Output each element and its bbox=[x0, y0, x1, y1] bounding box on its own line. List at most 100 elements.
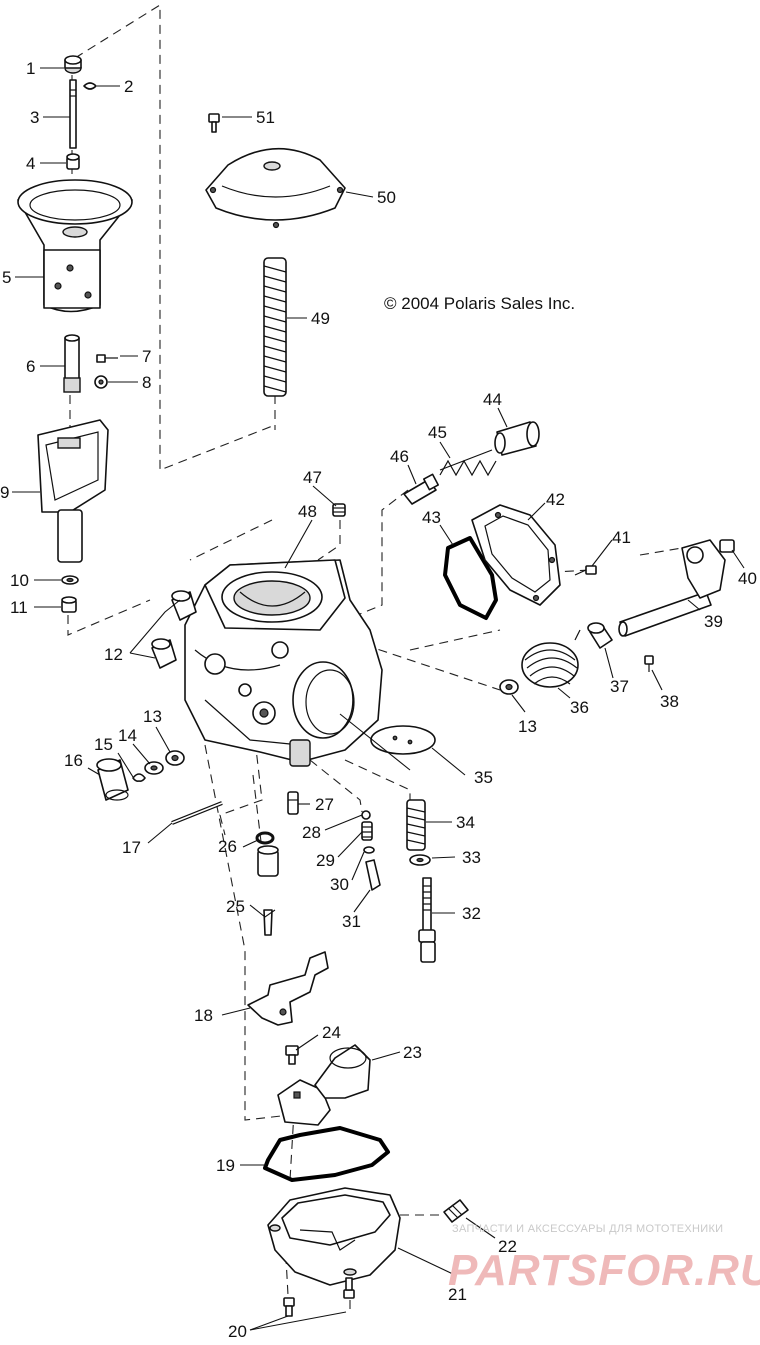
part-51-screw bbox=[208, 113, 220, 133]
callout-26: 26 bbox=[218, 837, 237, 856]
part-13-washer-right bbox=[499, 679, 519, 695]
callout-11: 11 bbox=[10, 598, 28, 617]
part-42-cover bbox=[471, 504, 561, 606]
callout-5: 5 bbox=[2, 268, 11, 287]
part-25-needle-valve bbox=[257, 845, 279, 936]
watermark: ЗАПЧАСТИ И АКСЕССУАРЫ ДЛЯ МОТОТЕХНИКИ PA… bbox=[448, 1223, 760, 1295]
part-48-carburetor-body bbox=[184, 559, 383, 767]
callout-46: 46 bbox=[390, 447, 409, 466]
callout-43: 43 bbox=[422, 508, 441, 527]
callout-12: 12 bbox=[104, 645, 123, 664]
callout-13-right: 13 bbox=[518, 717, 537, 736]
callout-18: 18 bbox=[194, 1006, 213, 1025]
part-46-plunger bbox=[403, 473, 440, 505]
part-3-jet-needle bbox=[69, 79, 77, 149]
callout-38: 38 bbox=[660, 692, 679, 711]
part-22-drain-screw bbox=[443, 1199, 469, 1223]
part-6-needle-jet-holder bbox=[63, 334, 81, 393]
leader-lines bbox=[12, 67, 745, 1331]
callout-20: 20 bbox=[228, 1322, 247, 1341]
part-16-cap bbox=[96, 758, 129, 801]
part-2-clip bbox=[83, 82, 97, 90]
part-40-nut bbox=[719, 539, 735, 553]
callout-51: 51 bbox=[256, 108, 275, 127]
callout-31: 31 bbox=[342, 912, 361, 931]
part-21-float-bowl bbox=[267, 1187, 401, 1286]
part-31-pilot-screw bbox=[365, 859, 381, 891]
callout-41: 41 bbox=[612, 528, 631, 547]
copyright-notice: © 2004 Polaris Sales Inc. bbox=[384, 294, 575, 313]
callout-25: 25 bbox=[226, 897, 245, 916]
part-47-plug bbox=[332, 503, 346, 517]
part-5-diaphragm-slide bbox=[17, 179, 133, 313]
callout-1: 1 bbox=[26, 59, 35, 78]
part-34-spring bbox=[406, 799, 426, 851]
callout-35: 35 bbox=[474, 768, 493, 787]
callout-21: 21 bbox=[448, 1285, 467, 1304]
callout-32: 32 bbox=[462, 904, 481, 923]
callout-49: 49 bbox=[311, 309, 330, 328]
callout-30: 30 bbox=[330, 875, 349, 894]
part-20-screws bbox=[283, 1277, 355, 1317]
callout-17: 17 bbox=[122, 838, 141, 857]
part-10-washer bbox=[61, 575, 79, 585]
part-15-clip bbox=[132, 773, 146, 782]
callout-4: 4 bbox=[26, 154, 35, 173]
callout-24: 24 bbox=[322, 1023, 341, 1042]
callout-48: 48 bbox=[298, 502, 317, 521]
callout-2: 2 bbox=[124, 77, 133, 96]
part-23-float bbox=[277, 1044, 371, 1126]
callout-37: 37 bbox=[610, 677, 629, 696]
part-32-adjuster-screw bbox=[418, 877, 436, 963]
part-30-washer bbox=[363, 846, 375, 854]
part-7-screw bbox=[96, 354, 118, 363]
part-38-screw bbox=[644, 655, 654, 672]
part-45-spring bbox=[439, 449, 497, 477]
callout-8: 8 bbox=[142, 373, 151, 392]
callout-50: 50 bbox=[377, 188, 396, 207]
callout-34: 34 bbox=[456, 813, 475, 832]
callout-10: 10 bbox=[10, 571, 29, 590]
watermark-logo: PARTSFOR.RU bbox=[448, 1246, 760, 1295]
callout-44: 44 bbox=[483, 390, 502, 409]
part-26-o-ring bbox=[255, 831, 275, 845]
part-24-screw bbox=[285, 1045, 299, 1065]
callout-28: 28 bbox=[302, 823, 321, 842]
callout-6: 6 bbox=[26, 357, 35, 376]
callout-39: 39 bbox=[704, 612, 723, 631]
callout-13-left: 13 bbox=[143, 707, 162, 726]
callout-33: 33 bbox=[462, 848, 481, 867]
callout-14: 14 bbox=[118, 726, 137, 745]
callout-40: 40 bbox=[738, 569, 757, 588]
part-12-plugs bbox=[151, 590, 197, 669]
part-43-gasket bbox=[443, 536, 498, 620]
part-18-bracket bbox=[247, 951, 329, 1026]
callout-19: 19 bbox=[216, 1156, 235, 1175]
part-41-screw bbox=[574, 565, 597, 576]
callout-22: 22 bbox=[498, 1237, 517, 1256]
part-49-spring bbox=[263, 257, 287, 397]
part-14-washer bbox=[144, 761, 164, 775]
part-36-throttle-spring bbox=[521, 629, 581, 688]
part-19-float-bowl-gasket bbox=[263, 1126, 390, 1182]
part-9-slide-body bbox=[37, 419, 109, 563]
part-13-washer-left bbox=[165, 750, 185, 766]
part-37-bushing bbox=[587, 622, 613, 649]
callout-47: 47 bbox=[303, 468, 322, 487]
callout-16: 16 bbox=[64, 751, 83, 770]
callout-45: 45 bbox=[428, 423, 447, 442]
part-39-throttle-shaft bbox=[618, 539, 726, 637]
part-28-screw-tip bbox=[361, 810, 371, 820]
watermark-caption: ЗАПЧАСТИ И АКСЕССУАРЫ ДЛЯ МОТОТЕХНИКИ bbox=[452, 1223, 723, 1235]
callout-15: 15 bbox=[94, 735, 113, 754]
callout-36: 36 bbox=[570, 698, 589, 717]
part-33-washer bbox=[409, 854, 431, 866]
callout-27: 27 bbox=[315, 795, 334, 814]
callout-9: 9 bbox=[0, 483, 9, 502]
part-44-cap bbox=[494, 421, 540, 456]
part-29-spring bbox=[361, 821, 373, 841]
callout-42: 42 bbox=[546, 490, 565, 509]
part-27-jet bbox=[287, 791, 299, 815]
